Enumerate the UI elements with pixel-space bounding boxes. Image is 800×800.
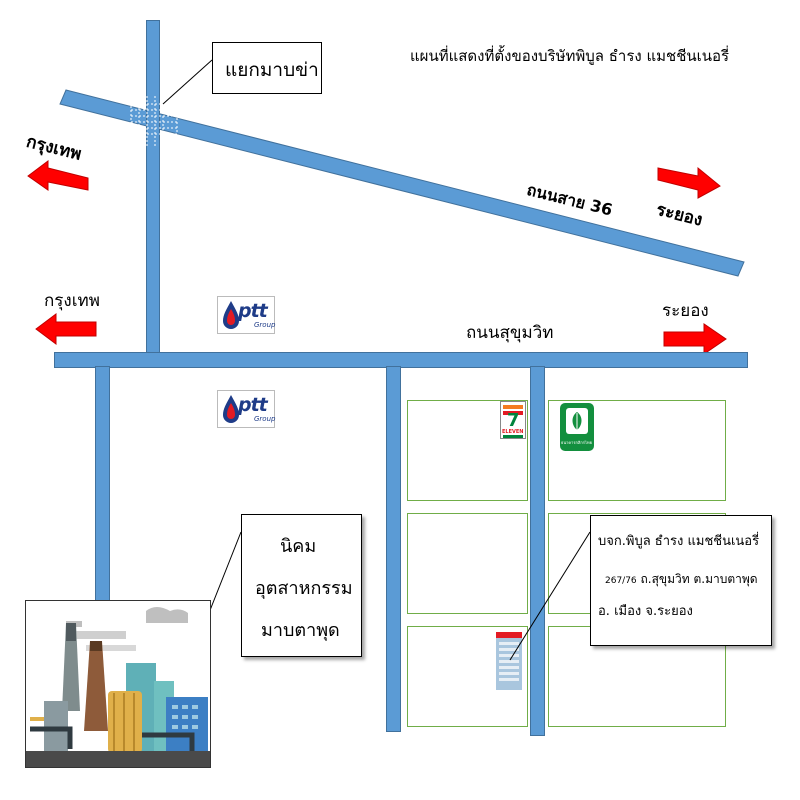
ptt-drop-icon	[223, 301, 239, 329]
seven-eleven-stripe-green	[503, 435, 523, 438]
ptt-drop-icon	[223, 395, 239, 423]
sukhumvit-road	[54, 352, 748, 368]
arrow-right-mid	[663, 323, 727, 355]
sukhumvit-label: ถนนสุขุมวิท	[466, 323, 554, 343]
direction-bangkok-mid: กรุงเทพ	[44, 291, 100, 311]
seven-eleven-logo: 7 ELEVEN	[500, 401, 526, 439]
industrial-estate-line1: นิคม	[280, 536, 317, 557]
junction-label-box: แยกมาบข่า	[212, 42, 322, 94]
seven-eleven-seven-glyph: 7	[507, 410, 520, 431]
company-name: บจก.พิบูล ธำรง แมชชีนเนอรี่	[598, 534, 760, 549]
company-address-line1: 267/76 ถ.สุขุมวิท ต.มาบตาพุด	[605, 570, 758, 589]
seven-eleven-stripe-red	[503, 411, 523, 415]
side-road-middle	[386, 366, 401, 732]
bank-icon-text: ธนาคารกสิกรไทย	[561, 440, 592, 445]
junction-marking	[130, 96, 178, 148]
arrow-left-top	[27, 160, 89, 191]
arrow-right-top	[657, 166, 721, 199]
company-address-road: ถ.สุขุมวิท ต.มาบตาพุด	[636, 572, 758, 586]
ptt-logo-text: ptt	[238, 300, 268, 322]
factory-icon	[26, 607, 210, 767]
ptt-logo-sub: Group	[254, 321, 276, 329]
seven-eleven-text: ELEVEN	[502, 429, 524, 435]
map-title: แผนที่แสดงที่ตั้งของบริษัทพิบูล ธำรง แมช…	[410, 47, 730, 65]
ptt-logo-top: ptt Group	[217, 296, 275, 334]
building-icon	[496, 632, 522, 690]
junction-label: แยกมาบข่า	[225, 59, 319, 81]
seven-eleven-stripe-orange	[503, 405, 523, 409]
side-road-right	[530, 366, 545, 736]
industrial-estate-line2: อุตสาหกรรม	[255, 578, 353, 599]
company-building-icon	[494, 632, 524, 690]
industrial-estate-box: นิคม อุตสาหกรรม มาบตาพุด	[241, 514, 362, 657]
company-info-box: บจก.พิบูล ธำรง แมชชีนเนอรี่ 267/76 ถ.สุข…	[590, 515, 772, 646]
direction-rayong-mid: ระยอง	[662, 301, 709, 321]
lot-2	[407, 513, 528, 614]
kasikorn-bank-icon: ธนาคารกสิกรไทย	[560, 403, 594, 451]
company-address-line2: อ. เมือง จ.ระยอง	[598, 604, 693, 619]
industrial-estate-line3: มาบตาพุด	[261, 620, 340, 641]
company-address-number: 267/76	[605, 576, 637, 586]
ptt-logo-bottom: ptt Group	[217, 390, 275, 428]
ptt-logo-sub: Group	[254, 415, 276, 423]
factory-illustration	[25, 600, 211, 768]
bank-leaf-icon	[566, 408, 588, 434]
ptt-logo-text: ptt	[238, 394, 268, 416]
arrow-left-mid	[35, 313, 97, 345]
